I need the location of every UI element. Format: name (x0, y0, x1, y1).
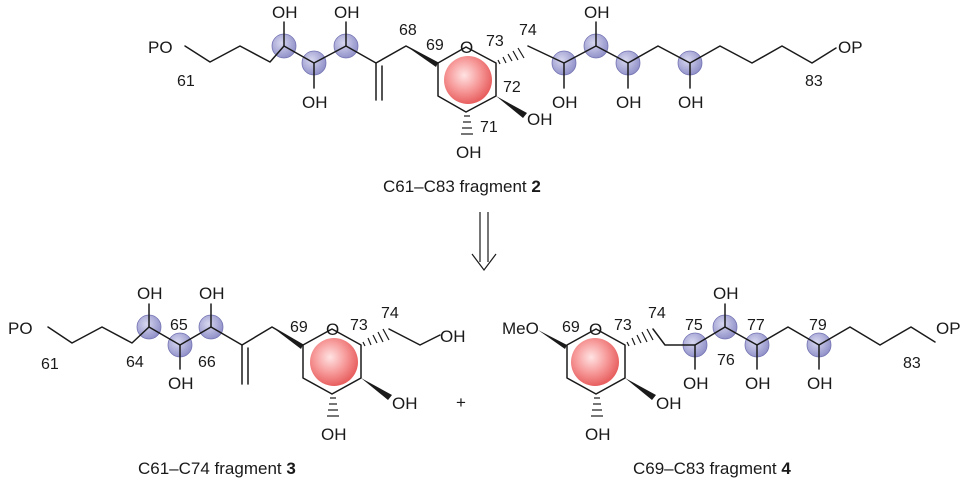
carbon-number: 73 (350, 317, 368, 334)
oh-group: OH (456, 143, 482, 162)
oh-group: OH (683, 374, 709, 393)
oh-group: OH (440, 327, 466, 346)
oh-group: OH (678, 93, 704, 112)
plus-sign: + (456, 393, 466, 412)
fragment-4-structure: MeO O OH OH OH OH OH OH OP 69 73 74 75 7… (502, 284, 961, 478)
ring-oxygen: O (589, 320, 602, 339)
meo-group: MeO (502, 319, 539, 338)
oh-group: OH (527, 110, 553, 129)
hashed-bond (497, 47, 525, 65)
carbon-number: 77 (747, 317, 765, 334)
oh-group: OH (552, 93, 578, 112)
carbon-number: 74 (648, 305, 666, 322)
fragment-2-caption: C61–C83 fragment 2 (383, 177, 541, 196)
ring-oxygen: O (460, 38, 473, 57)
oh-group: OH (656, 394, 682, 413)
carbon-number: 71 (480, 119, 498, 136)
ring-oxygen: O (326, 320, 339, 339)
fragment-3-structure: PO OH OH OH O OH OH OH 61 64 65 66 69 73… (8, 284, 466, 478)
oh-group: OH (137, 284, 163, 303)
po-group: PO (148, 38, 173, 57)
carbon-number: 83 (903, 355, 921, 372)
carbon-number: 74 (519, 22, 537, 39)
ring-highlight (310, 338, 358, 386)
oh-group: OH (807, 374, 833, 393)
carbon-number: 66 (198, 354, 216, 371)
ring-highlight (571, 338, 619, 386)
oh-group: OH (302, 93, 328, 112)
carbon-number: 69 (562, 319, 580, 336)
carbon-number: 72 (503, 79, 521, 96)
oh-group: OH (616, 93, 642, 112)
oh-group: OH (584, 3, 610, 22)
carbon-number: 83 (805, 73, 823, 90)
carbon-number: 75 (685, 317, 703, 334)
fragment-4-caption: C69–C83 fragment 4 (633, 459, 791, 478)
po-group: PO (8, 319, 33, 338)
ring-highlight (444, 56, 492, 104)
carbon-number: 73 (486, 33, 504, 50)
oh-group: OH (168, 374, 194, 393)
fragment-3-caption: C61–C74 fragment 3 (138, 459, 296, 478)
carbon-number: 68 (399, 22, 417, 39)
oh-group: OH (272, 3, 298, 22)
carbon-number: 74 (381, 305, 399, 322)
carbon-number: 61 (41, 356, 59, 373)
retrosynthesis-arrow (471, 212, 497, 271)
oh-group: OH (334, 3, 360, 22)
op-group: OP (936, 319, 961, 338)
oh-group: OH (713, 284, 739, 303)
carbon-number: 79 (809, 317, 827, 334)
carbon-number: 69 (426, 37, 444, 54)
oh-group: OH (585, 425, 611, 444)
oh-group: OH (745, 374, 771, 393)
oh-group: OH (321, 425, 347, 444)
oh-group: OH (199, 284, 225, 303)
carbon-number: 64 (126, 354, 144, 371)
carbon-number: 65 (170, 317, 188, 334)
carbon-number: 69 (290, 319, 308, 336)
fragment-2-structure: PO OH OH OH O OH OH OH OH OH OH OP 61 68… (148, 3, 863, 196)
carbon-number: 61 (177, 73, 195, 90)
oh-group: OH (392, 394, 418, 413)
op-group: OP (838, 38, 863, 57)
carbon-number: 76 (717, 352, 735, 369)
carbon-number: 73 (614, 317, 632, 334)
